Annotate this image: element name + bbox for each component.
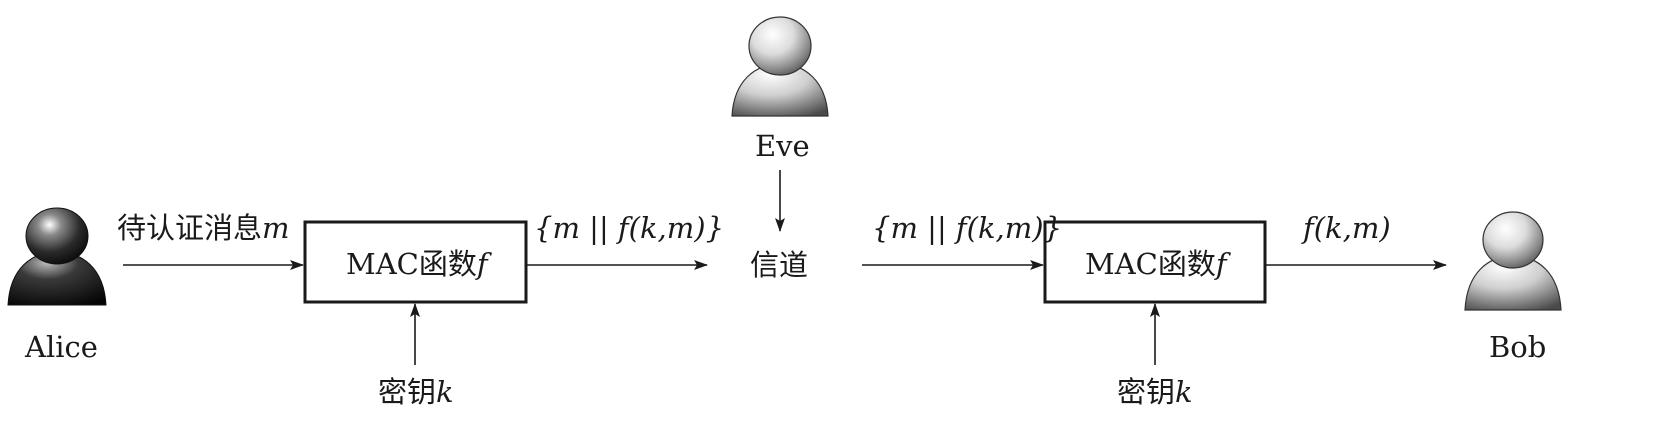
message-label: 待认证消息m: [117, 214, 290, 243]
receiver-key-var: k: [1175, 375, 1193, 409]
sender-mac-var: f: [476, 247, 488, 281]
sender-mac-label: MAC函数f: [346, 250, 488, 279]
receiver-mac-box: [1043, 220, 1267, 304]
alice-name: Alice: [25, 330, 98, 364]
receiver-mac-var: f: [1215, 247, 1227, 281]
sender-mac-label-prefix: MAC函数: [346, 247, 477, 281]
eve-name: Eve: [755, 129, 810, 163]
bob-name: Bob: [1489, 330, 1547, 364]
receiver-key-prefix: 密钥: [1117, 375, 1176, 409]
sender-key-prefix: 密钥: [378, 375, 437, 409]
channel-label: 信道: [750, 248, 809, 282]
receiver-key-label: 密钥k: [1117, 378, 1193, 407]
sent-packet-label: {m || f(k,m)}: [534, 211, 725, 245]
sender-key-label: 密钥k: [378, 378, 454, 407]
receiver-mac-label: MAC函数f: [1085, 250, 1227, 279]
sender-mac-box: [303, 220, 528, 304]
receiver-mac-label-prefix: MAC函数: [1085, 247, 1216, 281]
output-label: f(k,m): [1303, 211, 1391, 245]
bob-avatar-icon: [1464, 211, 1562, 311]
message-var: m: [262, 211, 290, 245]
alice-avatar-icon: [7, 207, 107, 306]
eve-avatar-icon: [731, 16, 829, 117]
message-label-prefix: 待认证消息: [117, 211, 263, 245]
sender-key-var: k: [436, 375, 454, 409]
received-packet-label: {m || f(k,m)}: [872, 211, 1063, 245]
